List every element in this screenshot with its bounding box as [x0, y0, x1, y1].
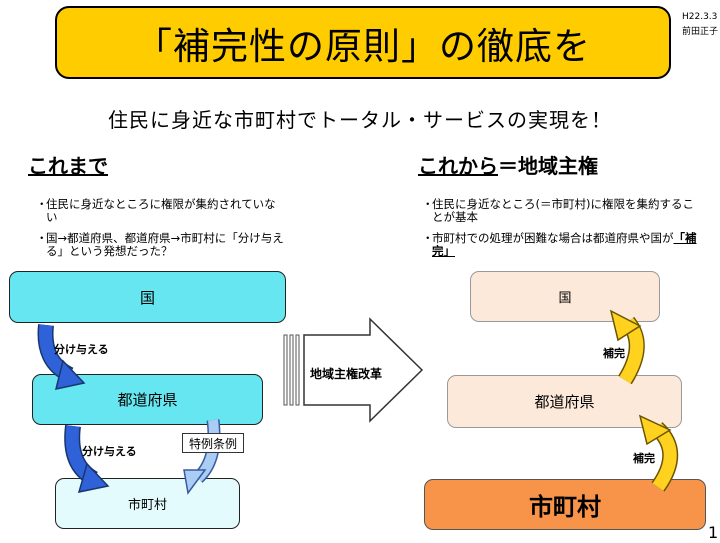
left-national-box: 国	[9, 271, 286, 323]
corner-author: 前田正子	[682, 27, 719, 37]
right-heading-rest: ＝地域主権	[498, 154, 598, 178]
left-heading: これまで	[28, 154, 108, 178]
page-number: 1	[708, 523, 719, 542]
subtitle: 住民に身近な市町村でトータル・サービスの実現を！	[108, 108, 612, 132]
hokan-emphasis: 「補完」	[432, 231, 697, 258]
yellow-curved-arrow-icon	[609, 309, 645, 385]
left-bullets: ・ 住民に身近なところに権限が集約されていない ・ 国→都道府県、都道府県→市町…	[36, 198, 286, 266]
left-arrow-label-1: 分け与える	[54, 343, 109, 356]
right-national-box: 国	[470, 271, 660, 322]
yellow-curved-arrow-icon	[638, 414, 679, 492]
reform-arrow-icon	[283, 317, 424, 423]
special-ordinance-label: 特例条例	[182, 433, 244, 453]
right-heading: これから＝地域主権	[418, 150, 598, 179]
page-title: 「補完性の原則」の徹底を	[135, 24, 591, 68]
right-heading-underlined: これから	[418, 154, 498, 178]
right-bullet-1: ・ 住民に身近なところ(＝市町村)に権限を集約することが基本	[422, 197, 694, 224]
right-bullet-2: ・ 市町村での処理が困難な場合は都道府県や国が「補完」	[422, 231, 697, 258]
corner-date: H22.3.3	[682, 12, 718, 22]
light-blue-up-arrow-icon	[183, 419, 221, 495]
left-arrow-label-2: 分け与える	[82, 445, 137, 458]
right-bullets: ・ 住民に身近なところ(＝市町村)に権限を集約することが基本 ・ 市町村での処理…	[422, 198, 704, 266]
blue-curved-arrow-icon	[37, 324, 86, 390]
title-banner: 「補完性の原則」の徹底を	[55, 6, 671, 79]
blue-curved-arrow-icon	[64, 424, 110, 493]
right-arrow-label-2: 補完	[633, 452, 655, 465]
left-bullet-2: ・ 国→都道府県、都道府県→市町村に「分け与える」という発想だった？	[36, 231, 284, 258]
reform-label: 地域主権改革	[310, 367, 383, 381]
right-arrow-label-1: 補完	[603, 347, 625, 360]
left-bullet-1: ・ 住民に身近なところに権限が集約されていない	[36, 197, 276, 224]
